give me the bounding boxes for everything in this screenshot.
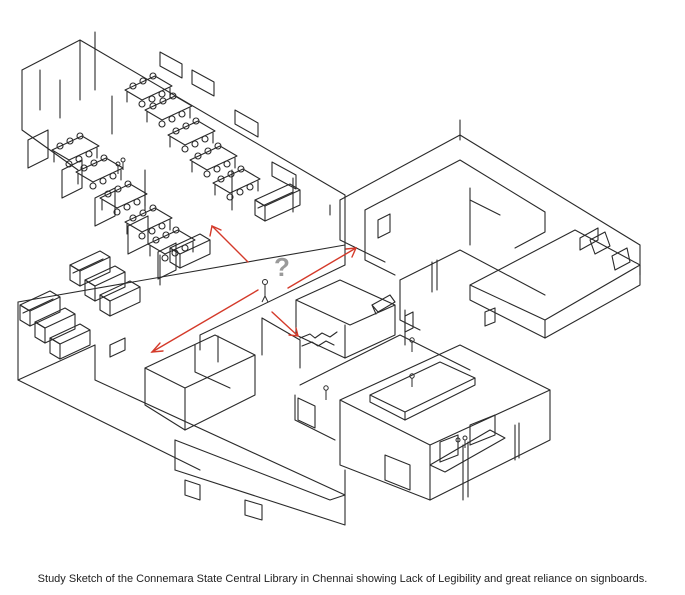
library-floor-sketch: ?	[0, 0, 685, 565]
table-with-chairs-icon	[125, 204, 172, 240]
direction-arrow-icon	[210, 226, 248, 262]
person-figure-icon	[455, 435, 468, 450]
bookshelf-icon	[70, 251, 110, 286]
bookshelf-icon	[50, 324, 90, 359]
bookshelf-icon	[35, 308, 75, 343]
table-with-chairs-icon	[168, 117, 215, 153]
bookshelves	[20, 184, 395, 359]
table-with-chairs-icon	[125, 72, 172, 108]
person-figure-icon	[409, 373, 415, 387]
table-with-chairs-icon	[148, 226, 195, 262]
wayfinding-arrows	[152, 226, 356, 352]
person-figure-icon	[409, 337, 415, 352]
bookshelf-icon	[20, 291, 60, 326]
bookshelf-icon	[372, 295, 395, 314]
person-figure-icon	[115, 157, 126, 174]
main-corridor	[18, 245, 345, 525]
person-figure-icon	[323, 385, 329, 400]
direction-arrow-icon	[152, 290, 258, 352]
inner-room-box	[145, 335, 255, 430]
table-with-chairs-icon	[213, 165, 260, 201]
right-rooms	[300, 120, 640, 385]
figure-caption: Study Sketch of the Connemara State Cent…	[37, 573, 648, 585]
person-figure-icon	[262, 279, 268, 303]
entrance-block	[295, 345, 550, 500]
bookshelf-icon	[85, 266, 125, 301]
study-tables	[52, 72, 260, 262]
table-with-chairs-icon	[52, 132, 99, 168]
table-with-chairs-icon	[100, 180, 147, 216]
table-with-chairs-icon	[145, 92, 192, 128]
direction-arrow-icon	[288, 248, 356, 288]
people	[115, 157, 468, 450]
bookshelf-icon	[255, 184, 300, 221]
direction-arrow-icon	[272, 312, 298, 336]
question-mark-icon: ?	[274, 252, 290, 282]
table-with-chairs-icon	[190, 142, 237, 178]
bookshelf-icon	[100, 281, 140, 316]
bookshelf-icon	[170, 234, 210, 268]
table-with-chairs-icon	[76, 154, 123, 190]
stair-room	[262, 280, 395, 368]
